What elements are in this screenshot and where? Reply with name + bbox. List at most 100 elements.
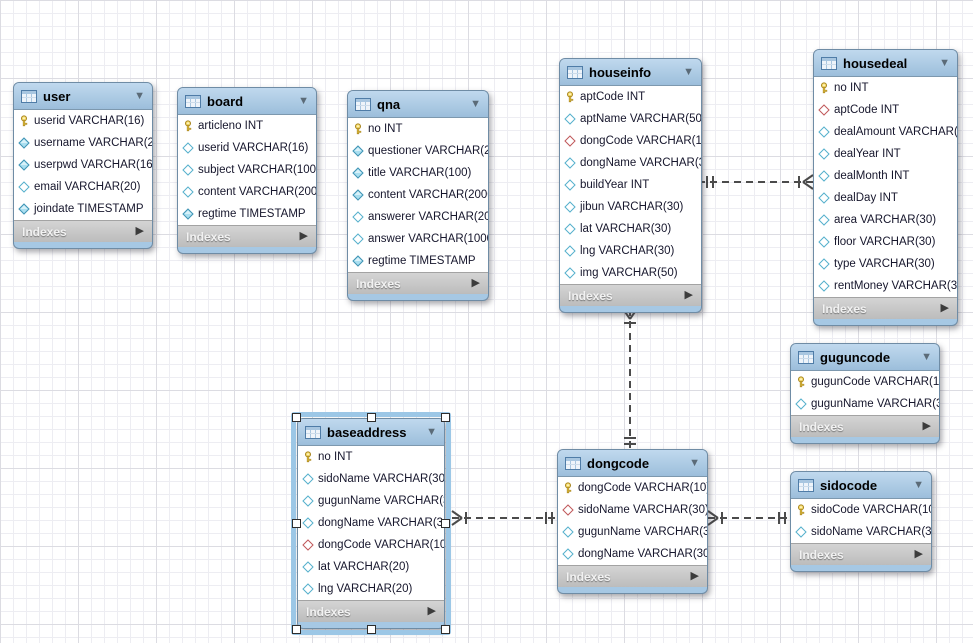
indexes-footer-dongcode[interactable]: Indexes▶ bbox=[558, 565, 707, 587]
indexes-footer-board[interactable]: Indexes▶ bbox=[178, 225, 316, 247]
column-sidocode-sidoCode[interactable]: sidoCode VARCHAR(10) bbox=[791, 499, 931, 521]
table-sidocode[interactable]: sidocode▼ sidoCode VARCHAR(10) sidoName … bbox=[790, 471, 932, 572]
column-housedeal-dealYear[interactable]: dealYear INT bbox=[814, 143, 957, 165]
relationship-housedeal-to-houseinfo[interactable] bbox=[702, 174, 814, 190]
column-housedeal-dealAmount[interactable]: dealAmount VARCHAR(20) bbox=[814, 121, 957, 143]
table-guguncode[interactable]: guguncode▼ gugunCode VARCHAR(10) gugunNa… bbox=[790, 343, 940, 444]
column-housedeal-floor[interactable]: floor VARCHAR(30) bbox=[814, 231, 957, 253]
indexes-expand-arrow-icon[interactable]: ▶ bbox=[135, 225, 144, 237]
column-qna-content[interactable]: content VARCHAR(2000) bbox=[348, 184, 488, 206]
column-user-userid[interactable]: userid VARCHAR(16) bbox=[14, 110, 152, 132]
column-houseinfo-lng[interactable]: lng VARCHAR(30) bbox=[560, 240, 701, 262]
relationship-baseaddress-to-dongcode[interactable] bbox=[451, 510, 557, 526]
column-board-regtime[interactable]: regtime TIMESTAMP bbox=[178, 203, 316, 225]
column-user-joindate[interactable]: joindate TIMESTAMP bbox=[14, 198, 152, 220]
column-housedeal-area[interactable]: area VARCHAR(30) bbox=[814, 209, 957, 231]
selection-handle[interactable] bbox=[441, 413, 450, 422]
column-user-email[interactable]: email VARCHAR(20) bbox=[14, 176, 152, 198]
column-baseaddress-sidoName[interactable]: sidoName VARCHAR(30) bbox=[298, 468, 444, 490]
indexes-footer-qna[interactable]: Indexes▶ bbox=[348, 272, 488, 294]
column-baseaddress-dongName[interactable]: dongName VARCHAR(30) bbox=[298, 512, 444, 534]
table-collapse-triangle-icon[interactable]: ▼ bbox=[683, 65, 694, 78]
table-header-housedeal[interactable]: housedeal▼ bbox=[814, 50, 957, 77]
indexes-footer-houseinfo[interactable]: Indexes▶ bbox=[560, 284, 701, 306]
column-board-userid[interactable]: userid VARCHAR(16) bbox=[178, 137, 316, 159]
column-houseinfo-dongName[interactable]: dongName VARCHAR(30) bbox=[560, 152, 701, 174]
table-houseinfo[interactable]: houseinfo▼ aptCode INT aptName VARCHAR(5… bbox=[559, 58, 702, 313]
selection-handle[interactable] bbox=[292, 519, 301, 528]
table-collapse-triangle-icon[interactable]: ▼ bbox=[470, 97, 481, 110]
column-housedeal-rentMoney[interactable]: rentMoney VARCHAR(30) bbox=[814, 275, 957, 297]
table-dongcode[interactable]: dongcode▼ dongCode VARCHAR(10) sidoName … bbox=[557, 449, 708, 594]
indexes-expand-arrow-icon[interactable]: ▶ bbox=[690, 570, 699, 582]
table-collapse-triangle-icon[interactable]: ▼ bbox=[134, 89, 145, 102]
table-header-dongcode[interactable]: dongcode▼ bbox=[558, 450, 707, 477]
selection-handle[interactable] bbox=[292, 625, 301, 634]
indexes-footer-baseaddress[interactable]: Indexes▶ bbox=[298, 600, 444, 622]
column-houseinfo-img[interactable]: img VARCHAR(50) bbox=[560, 262, 701, 284]
indexes-expand-arrow-icon[interactable]: ▶ bbox=[914, 548, 923, 560]
table-housedeal[interactable]: housedeal▼ no INT aptCode INT dealAmount… bbox=[813, 49, 958, 326]
column-qna-title[interactable]: title VARCHAR(100) bbox=[348, 162, 488, 184]
column-dongcode-sidoName[interactable]: sidoName VARCHAR(30) bbox=[558, 499, 707, 521]
table-user[interactable]: user▼ userid VARCHAR(16) username VARCHA… bbox=[13, 82, 153, 249]
selection-handle[interactable] bbox=[292, 413, 301, 422]
column-user-username[interactable]: username VARCHAR(20) bbox=[14, 132, 152, 154]
table-header-sidocode[interactable]: sidocode▼ bbox=[791, 472, 931, 499]
column-qna-answerer[interactable]: answerer VARCHAR(20) bbox=[348, 206, 488, 228]
column-housedeal-type[interactable]: type VARCHAR(30) bbox=[814, 253, 957, 275]
selection-handle[interactable] bbox=[366, 625, 376, 634]
column-board-subject[interactable]: subject VARCHAR(100) bbox=[178, 159, 316, 181]
column-baseaddress-lat[interactable]: lat VARCHAR(20) bbox=[298, 556, 444, 578]
table-collapse-triangle-icon[interactable]: ▼ bbox=[689, 456, 700, 469]
column-user-userpwd[interactable]: userpwd VARCHAR(16) bbox=[14, 154, 152, 176]
column-baseaddress-dongCode[interactable]: dongCode VARCHAR(10) bbox=[298, 534, 444, 556]
indexes-footer-sidocode[interactable]: Indexes▶ bbox=[791, 543, 931, 565]
column-housedeal-dealDay[interactable]: dealDay INT bbox=[814, 187, 957, 209]
table-collapse-triangle-icon[interactable]: ▼ bbox=[426, 425, 437, 438]
table-header-user[interactable]: user▼ bbox=[14, 83, 152, 110]
selection-handle[interactable] bbox=[441, 625, 450, 634]
table-collapse-triangle-icon[interactable]: ▼ bbox=[298, 94, 309, 107]
column-qna-regtime[interactable]: regtime TIMESTAMP bbox=[348, 250, 488, 272]
table-header-houseinfo[interactable]: houseinfo▼ bbox=[560, 59, 701, 86]
column-dongcode-dongName[interactable]: dongName VARCHAR(30) bbox=[558, 543, 707, 565]
indexes-expand-arrow-icon[interactable]: ▶ bbox=[940, 302, 949, 314]
table-collapse-triangle-icon[interactable]: ▼ bbox=[939, 56, 950, 69]
column-housedeal-aptCode[interactable]: aptCode INT bbox=[814, 99, 957, 121]
table-collapse-triangle-icon[interactable]: ▼ bbox=[921, 350, 932, 363]
selection-handle[interactable] bbox=[441, 519, 450, 528]
column-qna-no[interactable]: no INT bbox=[348, 118, 488, 140]
column-qna-answer[interactable]: answer VARCHAR(1000) bbox=[348, 228, 488, 250]
relationship-dongcode-to-sidocode[interactable] bbox=[707, 510, 790, 526]
indexes-expand-arrow-icon[interactable]: ▶ bbox=[684, 289, 693, 301]
indexes-footer-guguncode[interactable]: Indexes▶ bbox=[791, 415, 939, 437]
column-guguncode-gugunCode[interactable]: gugunCode VARCHAR(10) bbox=[791, 371, 939, 393]
column-housedeal-dealMonth[interactable]: dealMonth INT bbox=[814, 165, 957, 187]
indexes-expand-arrow-icon[interactable]: ▶ bbox=[471, 277, 480, 289]
column-board-articleno[interactable]: articleno INT bbox=[178, 115, 316, 137]
column-houseinfo-lat[interactable]: lat VARCHAR(30) bbox=[560, 218, 701, 240]
column-houseinfo-jibun[interactable]: jibun VARCHAR(30) bbox=[560, 196, 701, 218]
indexes-footer-user[interactable]: Indexes▶ bbox=[14, 220, 152, 242]
column-houseinfo-dongCode[interactable]: dongCode VARCHAR(10) bbox=[560, 130, 701, 152]
column-baseaddress-gugunName[interactable]: gugunName VARCHAR(30) bbox=[298, 490, 444, 512]
column-dongcode-dongCode[interactable]: dongCode VARCHAR(10) bbox=[558, 477, 707, 499]
column-baseaddress-no[interactable]: no INT bbox=[298, 446, 444, 468]
column-houseinfo-buildYear[interactable]: buildYear INT bbox=[560, 174, 701, 196]
column-dongcode-gugunName[interactable]: gugunName VARCHAR(30) bbox=[558, 521, 707, 543]
column-qna-questioner[interactable]: questioner VARCHAR(20) bbox=[348, 140, 488, 162]
column-houseinfo-aptCode[interactable]: aptCode INT bbox=[560, 86, 701, 108]
column-sidocode-sidoName[interactable]: sidoName VARCHAR(30) bbox=[791, 521, 931, 543]
table-collapse-triangle-icon[interactable]: ▼ bbox=[913, 478, 924, 491]
column-guguncode-gugunName[interactable]: gugunName VARCHAR(30) bbox=[791, 393, 939, 415]
table-header-guguncode[interactable]: guguncode▼ bbox=[791, 344, 939, 371]
table-header-qna[interactable]: qna▼ bbox=[348, 91, 488, 118]
column-board-content[interactable]: content VARCHAR(2000) bbox=[178, 181, 316, 203]
column-housedeal-no[interactable]: no INT bbox=[814, 77, 957, 99]
table-qna[interactable]: qna▼ no INT questioner VARCHAR(20) title… bbox=[347, 90, 489, 301]
table-board[interactable]: board▼ articleno INT userid VARCHAR(16) … bbox=[177, 87, 317, 254]
indexes-footer-housedeal[interactable]: Indexes▶ bbox=[814, 297, 957, 319]
